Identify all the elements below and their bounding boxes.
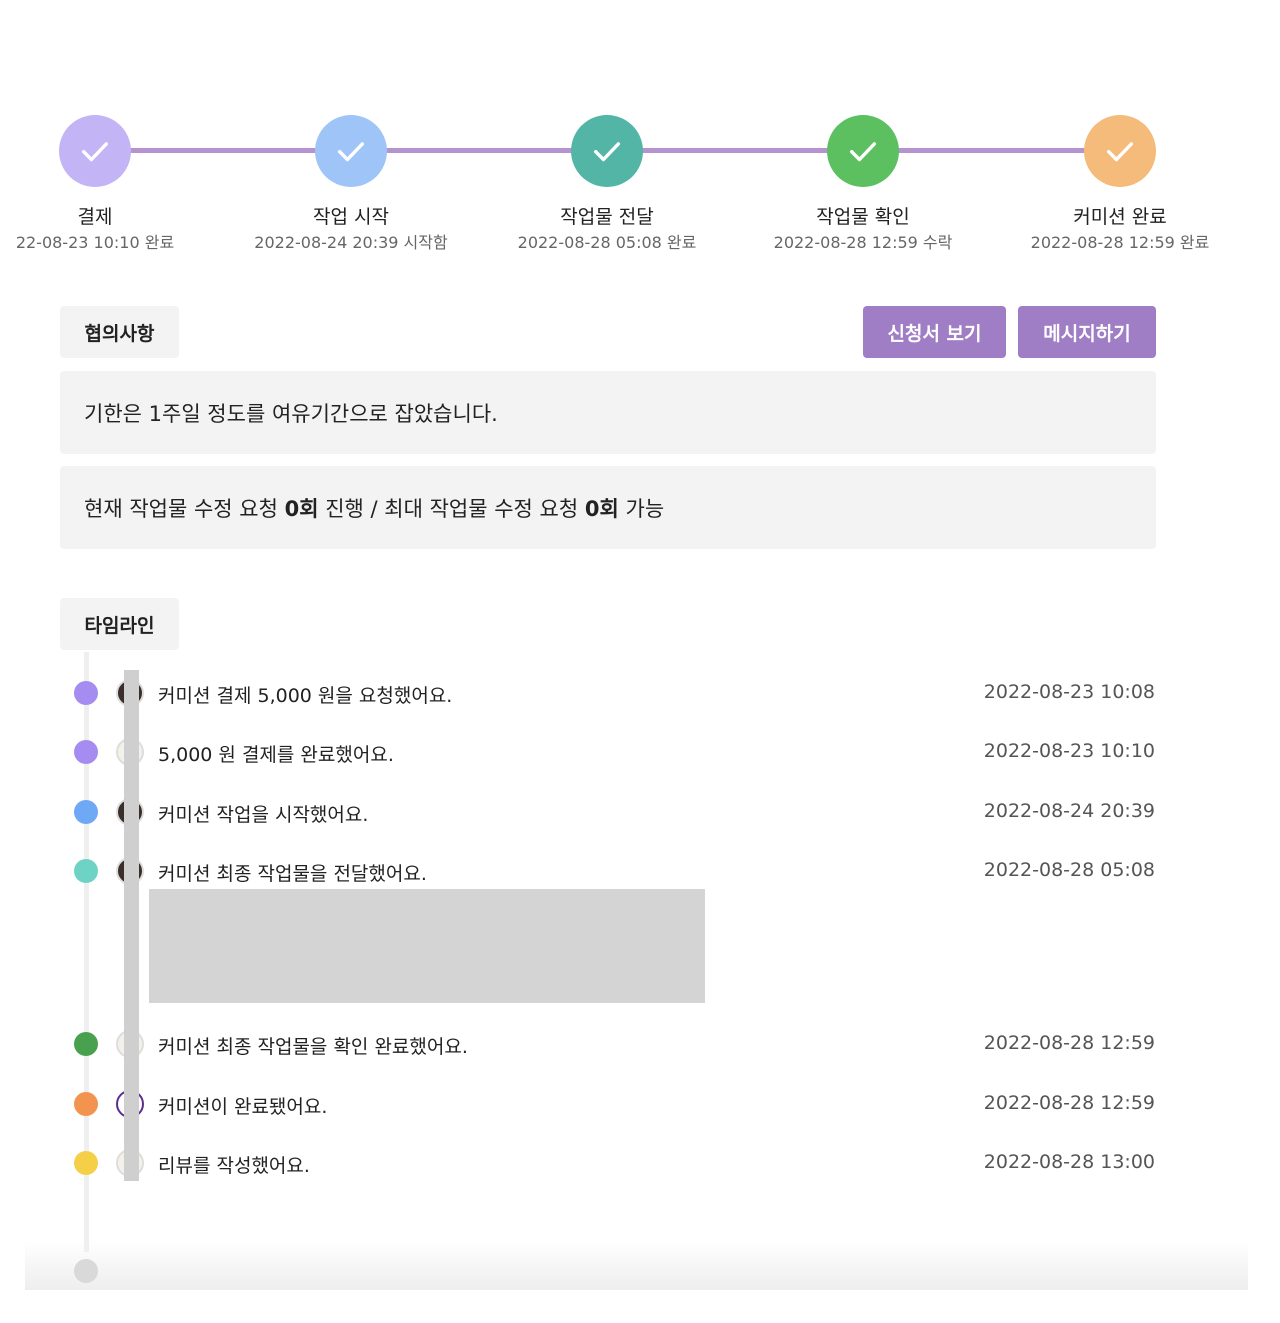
step-title: 작업물 확인	[816, 206, 910, 228]
step-circle-delivery	[571, 115, 643, 187]
step-circle-payment	[59, 115, 131, 187]
view-application-button[interactable]: 신청서 보기	[863, 306, 1006, 358]
check-icon	[81, 142, 109, 162]
progress-stepper: 결제 22-08-23 10:10 완료 작업 시작 2022-08-24 20…	[0, 0, 1280, 270]
timeline-dot	[74, 859, 98, 883]
revision-max-count: 0회	[584, 496, 619, 521]
message-button[interactable]: 메시지하기	[1018, 306, 1156, 358]
timeline-event-time: 2022-08-28 13:00	[983, 1151, 1155, 1173]
agreement-text: 기한은 1주일 정도를 여유기간으로 잡았습니다.	[84, 401, 498, 426]
timeline-dot	[74, 1151, 98, 1175]
step-payment: 결제 22-08-23 10:10 완료	[0, 115, 225, 253]
check-icon	[1106, 142, 1134, 162]
timeline-event-time: 2022-08-23 10:10	[983, 740, 1155, 762]
timeline-event: 5,000 원 결제를 완료했어요. 2022-08-23 10:10	[0, 737, 1280, 767]
timeline-event-text: 커미션 최종 작업물을 전달했어요.	[158, 863, 427, 885]
timeline-fade-overlay	[25, 1240, 1248, 1290]
timeline-event-text: 커미션이 완료됐어요.	[158, 1096, 328, 1118]
timeline-event: 커미션 결제 5,000 원을 요청했어요. 2022-08-23 10:08	[0, 678, 1280, 708]
step-circle-complete	[1084, 115, 1156, 187]
step-title: 작업물 전달	[560, 206, 654, 228]
timeline-event: 커미션이 완료됐어요. 2022-08-28 12:59	[0, 1089, 1280, 1119]
timeline-event-time: 2022-08-28 12:59	[983, 1092, 1155, 1114]
check-icon	[593, 142, 621, 162]
check-icon	[849, 142, 877, 162]
step-work-start: 작업 시작 2022-08-24 20:39 시작함	[221, 115, 481, 253]
step-date: 22-08-23 10:10 완료	[15, 233, 175, 252]
step-title: 결제	[77, 206, 113, 228]
timeline-dot	[74, 1092, 98, 1116]
step-circle-confirm	[827, 115, 899, 187]
agreement-header: 협의사항	[60, 306, 179, 358]
timeline-event-time: 2022-08-28 05:08	[983, 859, 1155, 881]
timeline-event-time: 2022-08-28 12:59	[983, 1032, 1155, 1054]
timeline-vertical-line	[84, 652, 89, 1252]
timeline-dot	[74, 800, 98, 824]
step-date: 2022-08-28 12:59 수락	[773, 233, 953, 252]
timeline-dot	[74, 740, 98, 764]
delivered-artwork-thumbnail[interactable]	[149, 889, 705, 1003]
step-confirm: 작업물 확인 2022-08-28 12:59 수락	[733, 115, 993, 253]
timeline-event-time: 2022-08-24 20:39	[983, 800, 1155, 822]
step-circle-work-start	[315, 115, 387, 187]
timeline-event: 커미션 작업을 시작했어요. 2022-08-24 20:39	[0, 797, 1280, 827]
step-date: 2022-08-28 05:08 완료	[517, 233, 697, 252]
timeline-event-text: 리뷰를 작성했어요.	[158, 1155, 310, 1177]
timeline-header: 타임라인	[60, 598, 179, 650]
step-date: 2022-08-28 12:59 완료	[1030, 233, 1210, 252]
check-icon	[337, 142, 365, 162]
timeline-event-text: 커미션 결제 5,000 원을 요청했어요.	[158, 685, 453, 707]
revision-suffix: 가능	[625, 496, 665, 521]
timeline-event-text: 5,000 원 결제를 완료했어요.	[158, 744, 394, 766]
agreement-text-box: 기한은 1주일 정도를 여유기간으로 잡았습니다.	[60, 371, 1156, 454]
revision-middle: 진행 / 최대 작업물 수정 요청	[325, 496, 579, 521]
revision-info-box: 현재 작업물 수정 요청 0회 진행 / 최대 작업물 수정 요청 0회 가능	[60, 466, 1156, 549]
timeline-dot	[74, 681, 98, 705]
timeline-event-time: 2022-08-23 10:08	[983, 681, 1155, 703]
timeline-event-text: 커미션 작업을 시작했어요.	[158, 804, 369, 826]
step-title: 커미션 완료	[1073, 206, 1167, 228]
timeline-dot	[74, 1032, 98, 1056]
step-delivery: 작업물 전달 2022-08-28 05:08 완료	[477, 115, 737, 253]
timeline-event: 커미션 최종 작업물을 확인 완료했어요. 2022-08-28 12:59	[0, 1029, 1280, 1059]
revision-current-count: 0회	[284, 496, 319, 521]
step-complete: 커미션 완료 2022-08-28 12:59 완료	[990, 115, 1250, 253]
revision-prefix: 현재 작업물 수정 요청	[84, 496, 278, 521]
step-date: 2022-08-24 20:39 시작함	[254, 233, 448, 252]
timeline-event: 리뷰를 작성했어요. 2022-08-28 13:00	[0, 1148, 1280, 1178]
timeline-event: 커미션 최종 작업물을 전달했어요. 2022-08-28 05:08	[0, 856, 1280, 886]
timeline-end-dot	[74, 1259, 98, 1283]
step-title: 작업 시작	[313, 206, 389, 228]
timeline-event-text: 커미션 최종 작업물을 확인 완료했어요.	[158, 1036, 468, 1058]
timeline-scrollbar[interactable]	[124, 670, 139, 1181]
